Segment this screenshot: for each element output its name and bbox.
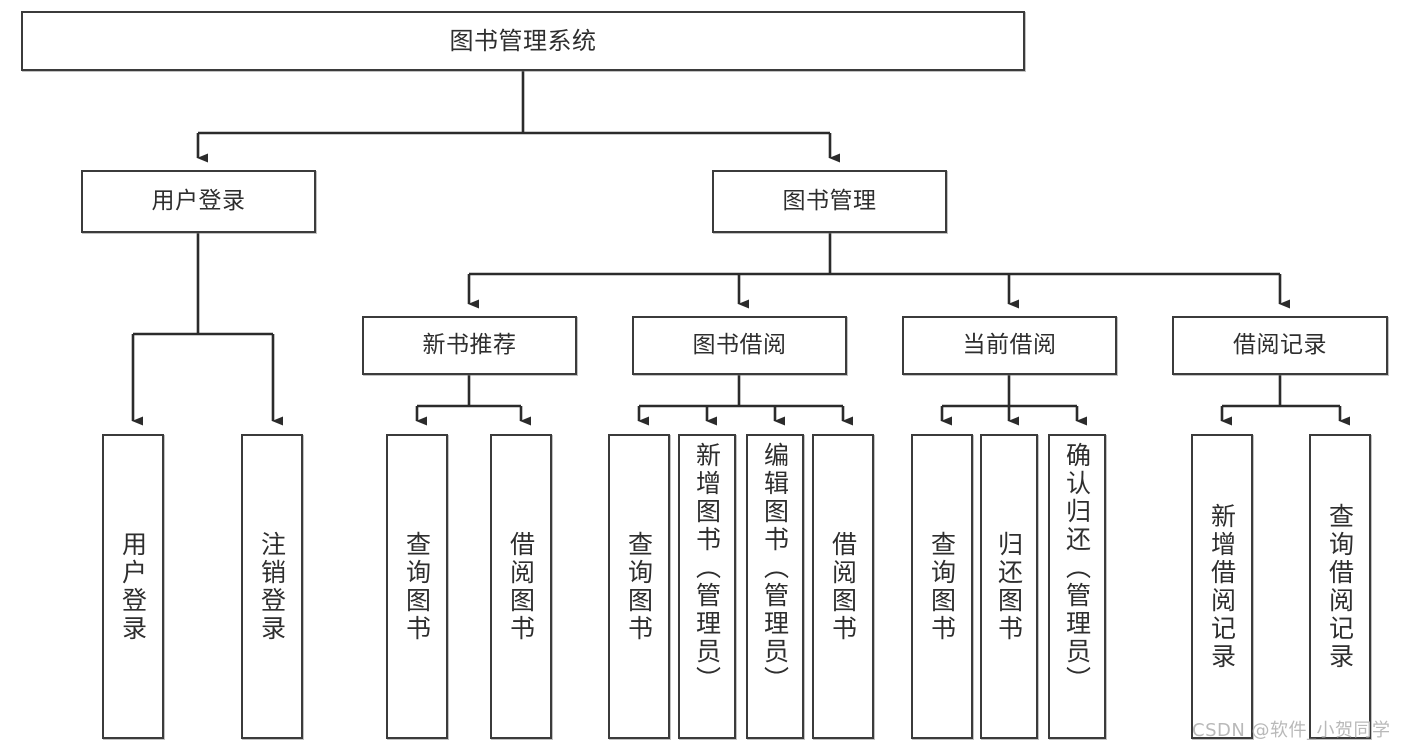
node-label: 借阅记录	[1233, 331, 1327, 358]
node-label: 借阅图书	[828, 530, 858, 643]
node-borrow-record[interactable]: 借阅记录	[1172, 316, 1388, 375]
node-label: 归还图书	[994, 530, 1024, 643]
node-current-borrow[interactable]: 当前借阅	[902, 316, 1117, 375]
leaf-logout-login[interactable]: 注销登录	[241, 434, 303, 739]
node-book-management[interactable]: 图书管理	[712, 170, 947, 233]
leaf-borrow-book-2[interactable]: 借阅图书	[812, 434, 874, 739]
leaf-confirm-return-admin[interactable]: 确认归还（管理员）	[1048, 434, 1106, 739]
node-label: 用户登录	[151, 187, 246, 214]
node-label: 新增借阅记录	[1207, 502, 1237, 671]
csdn-watermark: CSDN @软件_小贺同学	[1192, 720, 1391, 741]
node-book-borrow[interactable]: 图书借阅	[632, 316, 847, 375]
leaf-edit-book-admin[interactable]: 编辑图书（管理员）	[746, 434, 804, 739]
node-label: 确认归还（管理员）	[1062, 442, 1092, 694]
leaf-borrow-book-1[interactable]: 借阅图书	[490, 434, 552, 739]
node-label: 查询图书	[927, 530, 957, 643]
leaf-query-book-2[interactable]: 查询图书	[608, 434, 670, 739]
node-label: 用户登录	[118, 530, 148, 643]
node-root-book-management-system[interactable]: 图书管理系统	[21, 11, 1025, 71]
node-label: 图书管理系统	[449, 26, 597, 55]
node-label: 图书借阅	[692, 331, 787, 358]
node-label: 新增图书（管理员）	[692, 442, 722, 694]
node-label: 编辑图书（管理员）	[760, 442, 790, 694]
leaf-query-borrow-record[interactable]: 查询借阅记录	[1309, 434, 1371, 739]
leaf-query-book-1[interactable]: 查询图书	[386, 434, 448, 739]
node-new-book-recommend[interactable]: 新书推荐	[362, 316, 577, 375]
node-label: 查询图书	[402, 530, 432, 643]
leaf-user-login[interactable]: 用户登录	[102, 434, 164, 739]
node-label: 图书管理	[782, 187, 877, 214]
node-label: 查询借阅记录	[1325, 502, 1355, 671]
leaf-query-book-3[interactable]: 查询图书	[911, 434, 973, 739]
leaf-add-borrow-record[interactable]: 新增借阅记录	[1191, 434, 1253, 739]
node-label: 新书推荐	[422, 331, 517, 358]
node-label: 借阅图书	[506, 530, 536, 643]
node-label: 注销登录	[257, 530, 287, 643]
node-label: 查询图书	[624, 530, 654, 643]
leaf-add-book-admin[interactable]: 新增图书（管理员）	[678, 434, 736, 739]
node-label: 当前借阅	[962, 331, 1057, 358]
leaf-return-book[interactable]: 归还图书	[980, 434, 1038, 739]
node-user-login[interactable]: 用户登录	[81, 170, 316, 233]
